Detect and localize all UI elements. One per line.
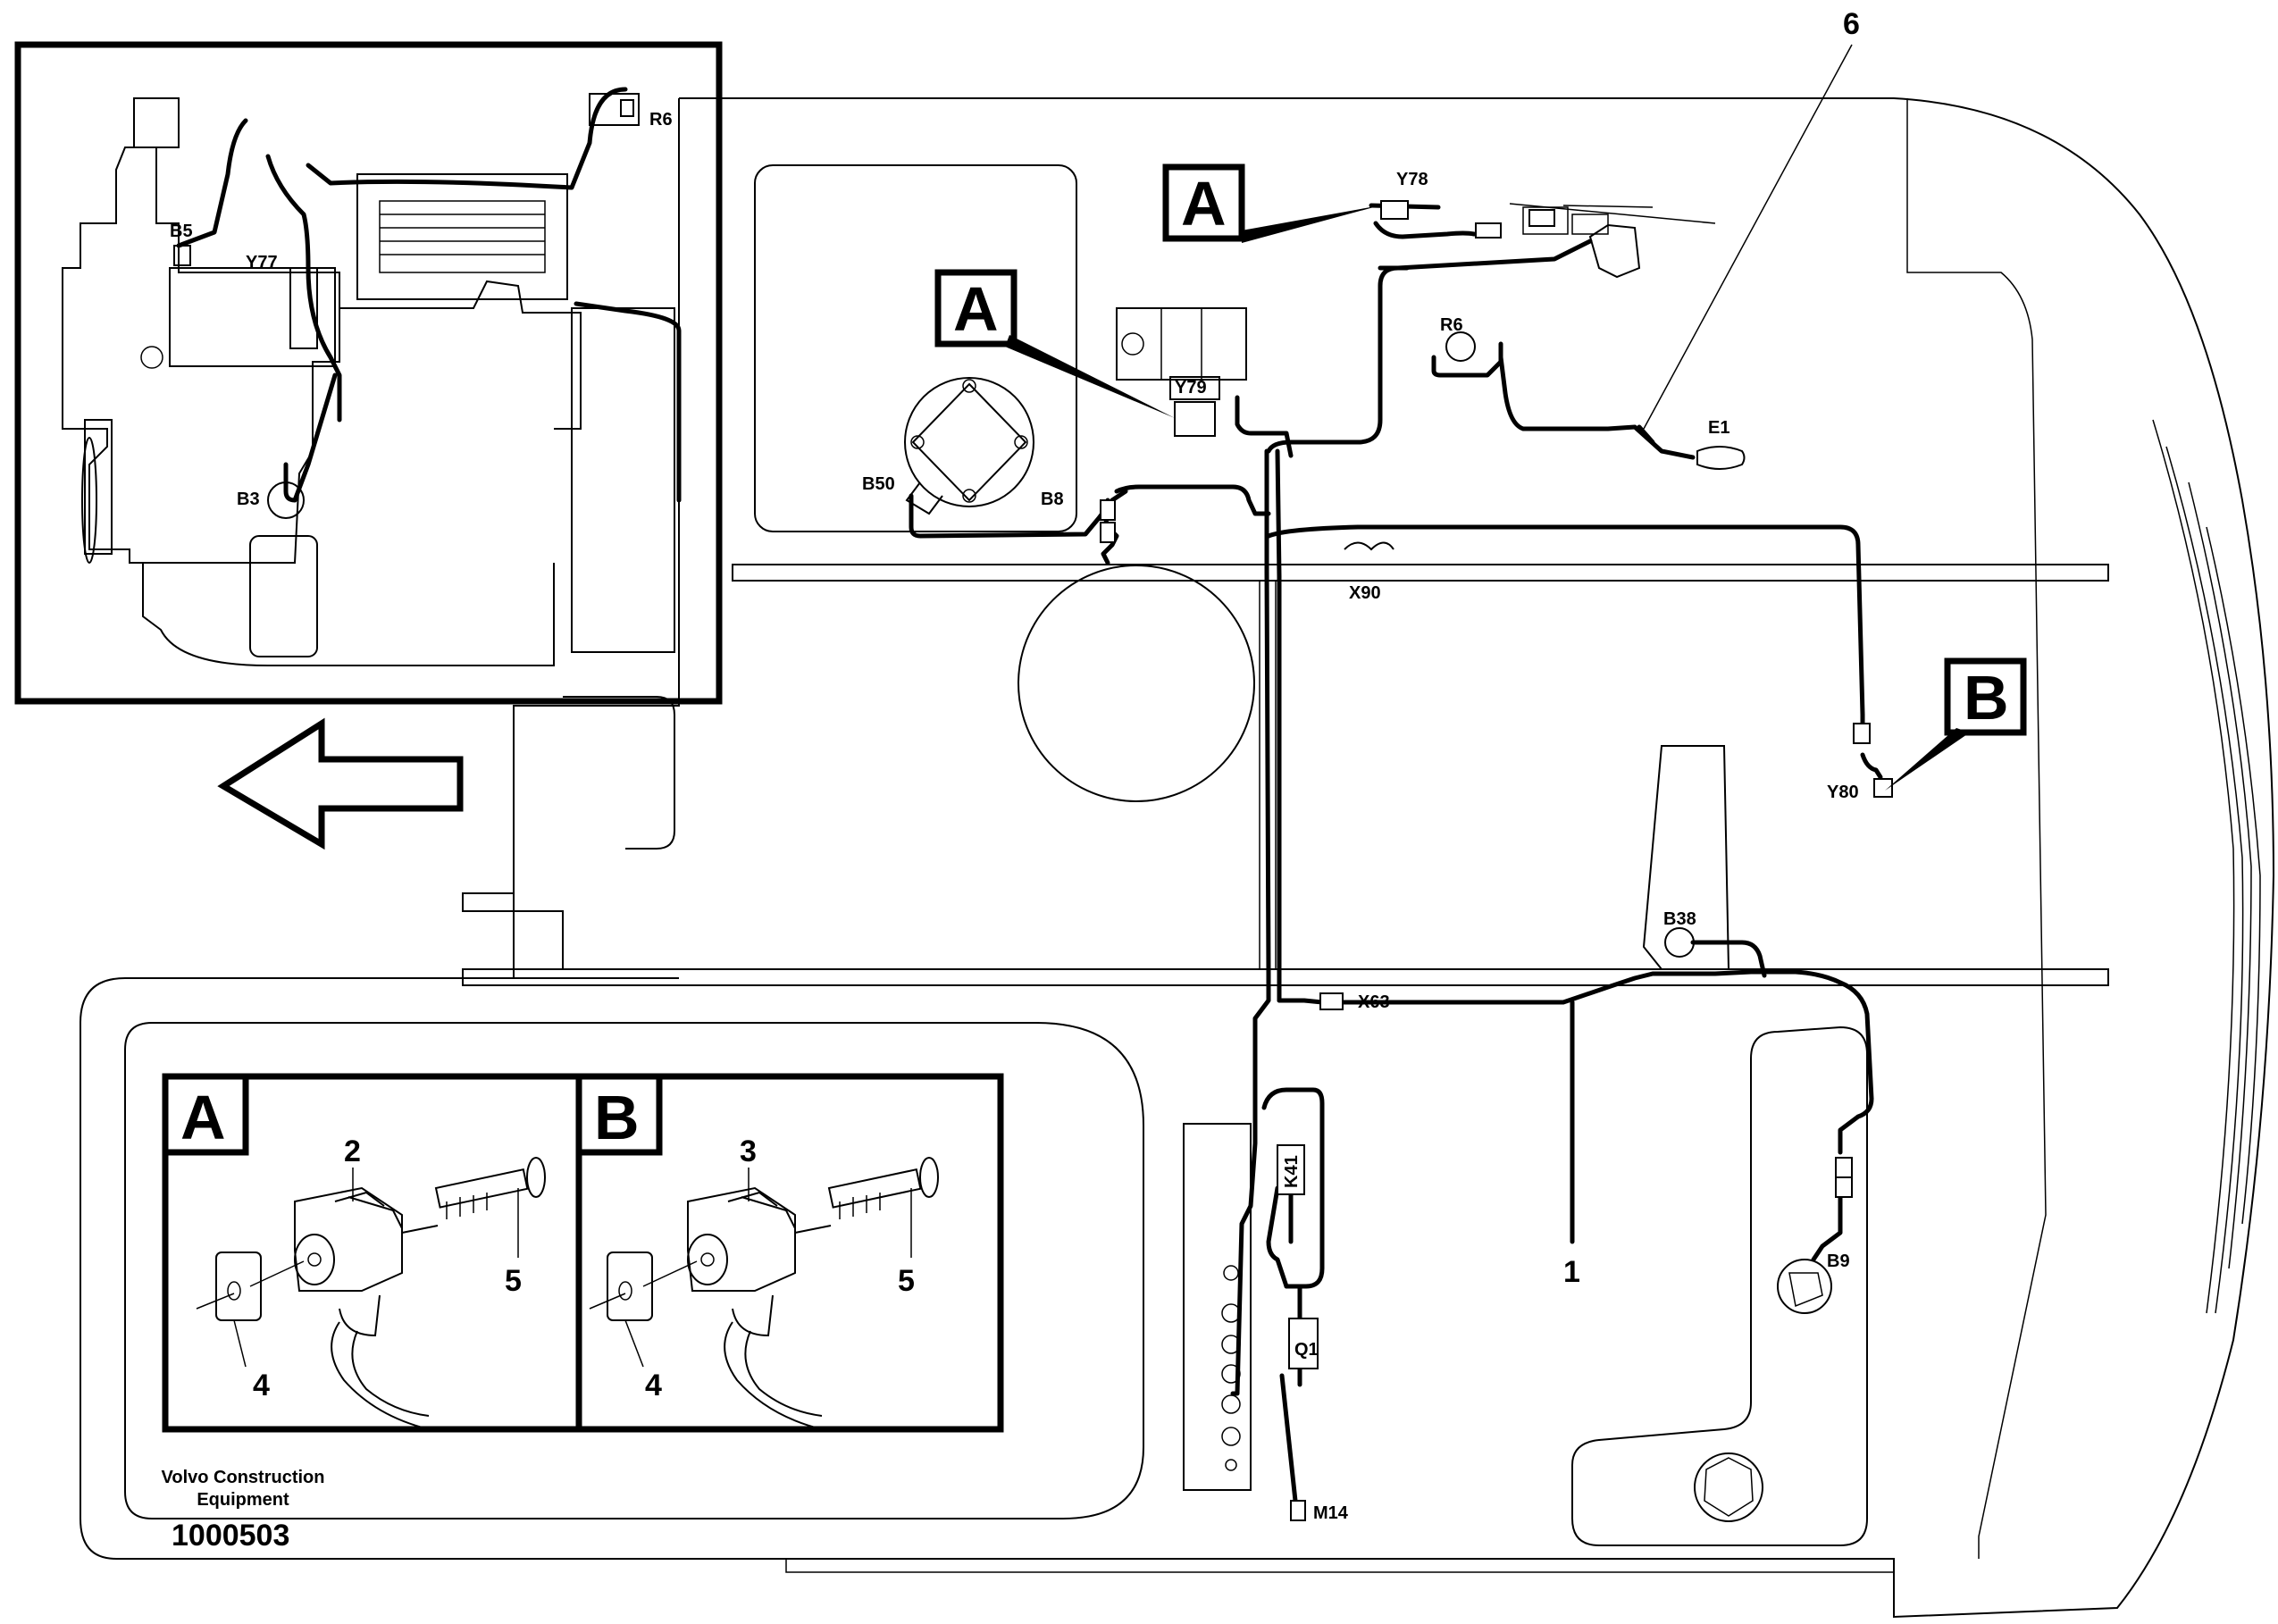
callout-a-mid: A (953, 274, 999, 344)
panel-b-num-4: 4 (645, 1369, 662, 1402)
component-labels: Y78 R6 Y79 E1 B50 B8 X90 Y80 B38 X63 K41… (170, 110, 1859, 1523)
wire-connectors (1100, 200, 1893, 1521)
detail-panels (162, 1073, 1004, 1433)
label-b5: B5 (170, 222, 193, 241)
b50-pressure-sensor (904, 377, 1034, 515)
callout-a-top: A (1181, 169, 1227, 239)
drawing-number: 1000503 (172, 1519, 289, 1553)
company-name-line1: Volvo Construction (162, 1468, 325, 1487)
label-y78: Y78 (1396, 170, 1428, 189)
callout-b: B (1964, 663, 2009, 732)
callout-num-6: 6 (1843, 7, 1860, 41)
hydraulic-valve-block (1116, 307, 1247, 437)
r6-sensor (1445, 331, 1476, 362)
label-b9: B9 (1827, 1251, 1850, 1271)
label-r6: R6 (1440, 315, 1463, 335)
b38-sensor (1664, 927, 1695, 958)
label-b3: B3 (237, 490, 260, 509)
footer: Volvo Construction Equipment 1000503 (162, 1468, 325, 1553)
panel-b-letter: B (594, 1083, 640, 1152)
label-y79: Y79 (1175, 378, 1207, 398)
label-e1: E1 (1708, 418, 1729, 438)
callout-boxes (934, 163, 2027, 791)
callout-labels: A A B 6 1 (953, 7, 2009, 1289)
label-b8: B8 (1041, 490, 1064, 509)
label-y80: Y80 (1827, 783, 1859, 802)
x90-connector (1344, 541, 1394, 551)
panel-b-connector-drawing (589, 1157, 939, 1430)
panel-a-connector-drawing (196, 1157, 546, 1430)
callout-num-1: 1 (1563, 1255, 1580, 1289)
left-arrow-icon (217, 717, 464, 850)
label-q1: Q1 (1294, 1340, 1319, 1360)
label-y77: Y77 (246, 253, 278, 272)
label-k41: K41 (1282, 1155, 1302, 1188)
label-x63: X63 (1358, 992, 1390, 1012)
panel-a-num-5: 5 (505, 1264, 522, 1298)
e1-lamp (1696, 446, 1746, 470)
panel-b-num-3: 3 (740, 1134, 757, 1168)
label-r6-inset: R6 (649, 110, 673, 130)
panel-b-num-5: 5 (898, 1264, 915, 1298)
panel-a-letter: A (180, 1083, 226, 1152)
panel-a-num-4: 4 (253, 1369, 270, 1402)
company-name-line2: Equipment (197, 1490, 289, 1510)
machine-frame-outline (80, 97, 2275, 1619)
label-x90: X90 (1349, 583, 1381, 603)
wiring-harness (909, 44, 1883, 1503)
label-b50: B50 (862, 474, 895, 494)
engine-detail-inset (14, 41, 723, 705)
detail-panel-labels: A B 2 4 5 3 4 5 (180, 1083, 915, 1402)
label-b38: B38 (1663, 909, 1696, 929)
panel-a-num-2: 2 (344, 1134, 361, 1168)
label-m14: M14 (1313, 1503, 1349, 1523)
